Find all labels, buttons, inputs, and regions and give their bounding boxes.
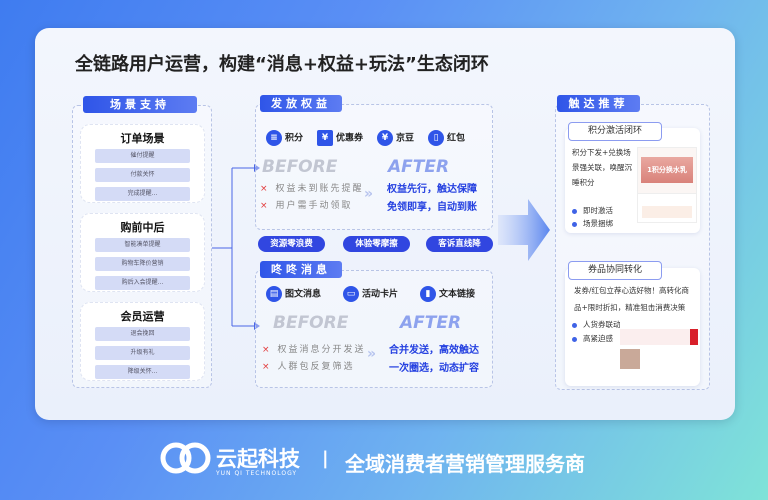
- brand-name: 云起科技: [216, 447, 300, 471]
- scene-group-title: 会员运营: [120, 310, 165, 323]
- scene-item: 降级关怀...: [95, 365, 190, 379]
- rights-after-1: 权益先行，触达保障: [387, 184, 477, 195]
- scene-item: 完成提醒...: [95, 187, 190, 201]
- rights-after: AFTER: [388, 157, 450, 177]
- points-bullet-1: 即时激活: [572, 204, 613, 218]
- coupon-card-title: 券品协同转化: [568, 261, 662, 280]
- messages-tab: 咚咚消息: [260, 261, 342, 278]
- bean-icon: ¥: [377, 130, 394, 146]
- double-chevron-icon: »: [367, 346, 377, 362]
- brand-name-en: YUN QI TECHNOLOGY: [216, 470, 298, 477]
- messages-before: BEFORE: [273, 313, 349, 333]
- points-card-text: 积分下发+兑换场景强关联，唤醒沉睡积分: [572, 148, 632, 187]
- pill-no-waste: 资源零浪费: [258, 236, 325, 252]
- red-packet-icon: ▯: [428, 130, 445, 146]
- footer-separator: |: [322, 448, 329, 469]
- link-icon: ▮: [420, 286, 437, 302]
- coupon-item: ¥优惠券: [317, 130, 363, 146]
- points-bullet-2: 场景捆绑: [572, 217, 613, 231]
- scene-groups: 订单场景催付提醒付款关怀完成提醒... 购前中后智能凑单提醒购物车降价营销购后入会…: [80, 124, 205, 391]
- points-card-title: 积分激活闭环: [568, 122, 662, 141]
- scene-group-title: 订单场景: [120, 132, 165, 145]
- rights-before: BEFORE: [262, 157, 338, 177]
- bean-item: ¥京豆: [377, 130, 414, 146]
- text-link-item: ▮文本链接: [420, 286, 475, 302]
- points-item: ≡积分: [266, 130, 303, 146]
- coupon-bullet-1: 人货券联动: [572, 318, 621, 332]
- pill-fewer-complaints: 客诉直线降: [426, 236, 493, 252]
- rights-tab: 发放权益: [260, 95, 342, 112]
- big-arrow-icon: [498, 199, 550, 261]
- rights-icons: ≡积分 ¥优惠券 ¥京豆 ▯红包: [266, 130, 465, 146]
- reach-tab: 触达推荐: [557, 95, 640, 112]
- scene-item: 付款关怀: [95, 168, 190, 182]
- scene-group-title: 购前中后: [120, 221, 165, 234]
- scene-item: 催付提醒: [95, 149, 190, 163]
- red-packet-item: ▯红包: [428, 130, 465, 146]
- messages-before-1: ×权益消息分开发送: [262, 345, 366, 355]
- document-icon: ▤: [266, 286, 282, 302]
- messages-after-2: 一次圈选，动态扩容: [389, 363, 479, 374]
- page-title: 全链路用户运营，构建“消息+权益+玩法”生态闭环: [75, 54, 489, 75]
- coupon-bullet-2: 高紧迫感: [572, 332, 613, 346]
- scene-group: 会员运营退会挽回升级有礼降级关怀...: [80, 302, 205, 381]
- coin-stack-icon: ≡: [266, 130, 282, 146]
- pill-no-friction: 体验零摩擦: [343, 236, 410, 252]
- coupon-mockup: [620, 317, 698, 381]
- messages-after-1: 合并发送，高效触达: [389, 345, 479, 356]
- rich-message-item: ▤图文消息: [266, 286, 321, 302]
- scene-item: 升级有礼: [95, 346, 190, 360]
- coupon-icon: ¥: [317, 130, 334, 146]
- scene-item: 退会挽回: [95, 327, 190, 341]
- mock-banner: 1积分换水乳: [641, 157, 693, 183]
- points-mockup-popup: [637, 193, 697, 223]
- messages-after: AFTER: [400, 313, 462, 333]
- rights-before-2: ×用户需手动领取: [260, 201, 353, 211]
- yunqi-logo-icon: [160, 442, 211, 474]
- scene-item: 智能凑单提醒: [95, 238, 190, 252]
- rights-after-2: 免领即享，自动到账: [387, 202, 477, 213]
- messages-panel: [255, 270, 493, 388]
- scene-item: 购后入会提醒...: [95, 276, 190, 290]
- rights-before-1: ×权益未到账先提醒: [260, 184, 364, 194]
- connector-lines: [212, 164, 260, 330]
- messages-before-2: ×人群包反复筛选: [262, 362, 355, 372]
- scene-group: 购前中后智能凑单提醒购物车降价营销购后入会提醒...: [80, 213, 205, 292]
- scene-item: 购物车降价营销: [95, 257, 190, 271]
- messages-icons: ▤图文消息 ▭活动卡片 ▮文本链接: [266, 286, 475, 302]
- rights-panel: [255, 104, 493, 230]
- scene-tab: 场景支持: [83, 96, 197, 113]
- scene-group: 订单场景催付提醒付款关怀完成提醒...: [80, 124, 205, 203]
- activity-card-item: ▭活动卡片: [343, 286, 398, 302]
- footer-slogan: 全域消费者营销管理服务商: [345, 452, 585, 476]
- coupon-card-text: 发券/红包立荐心选好物！高转化商品+限时折扣，精准狙击消费决策: [574, 286, 690, 312]
- card-icon: ▭: [343, 286, 360, 302]
- double-chevron-icon: »: [364, 186, 374, 202]
